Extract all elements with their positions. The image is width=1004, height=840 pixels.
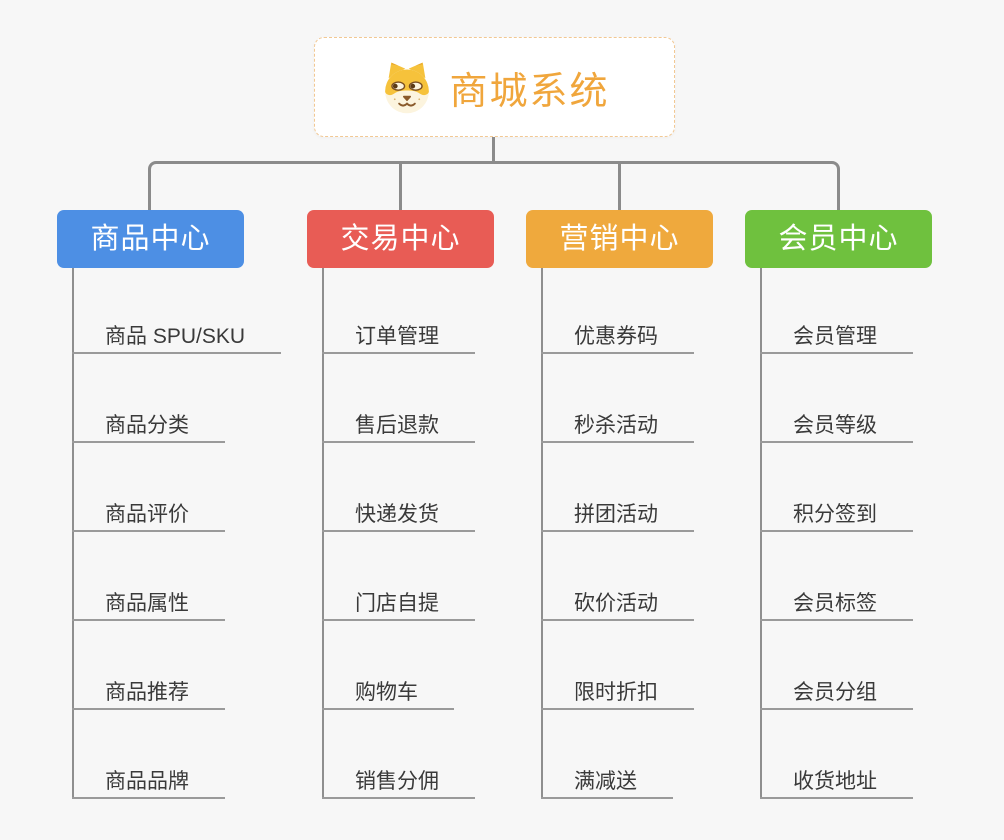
topic-node[interactable]: 收货地址 [760,767,913,799]
branch-items: 订单管理 售后退款 快递发货 门店自提 购物车 销售分佣 [322,322,475,799]
dog-face-icon [385,62,430,114]
topic-node[interactable]: 商品评价 [72,500,225,532]
root-topic[interactable]: 商城系统 [314,37,675,137]
topic-node[interactable]: 商品品牌 [72,767,225,799]
connector-bus-left [148,161,493,210]
topic-node[interactable]: 会员管理 [760,322,913,354]
branch-trunk-line [760,268,762,799]
topic-node[interactable]: 限时折扣 [541,678,694,710]
branch-member-center: 会员中心 会员管理 会员等级 积分签到 会员标签 会员分组 收货地址 [745,210,932,799]
topic-node[interactable]: 拼团活动 [541,500,694,532]
connector-root-stem [492,137,495,164]
branch-product-center: 商品中心 商品 SPU/SKU 商品分类 商品评价 商品属性 商品推荐 商品品牌 [57,210,282,799]
connector-drop-branch-2 [399,164,402,210]
branch-trunk-line [322,268,324,799]
branch-marketing-center: 营销中心 优惠券码 秒杀活动 拼团活动 砍价活动 限时折扣 满减送 [526,210,713,799]
branch-items: 优惠券码 秒杀活动 拼团活动 砍价活动 限时折扣 满减送 [541,322,694,799]
root-topic-title: 商城系统 [449,70,610,113]
topic-node[interactable]: 砍价活动 [541,589,694,621]
topic-node[interactable]: 商品推荐 [72,678,225,710]
connector-drop-branch-3 [618,164,621,210]
branch-items: 会员管理 会员等级 积分签到 会员标签 会员分组 收货地址 [760,322,913,799]
topic-node[interactable]: 购物车 [322,678,454,710]
branch-trunk-line [541,268,543,799]
topic-node[interactable]: 商品 SPU/SKU [72,322,282,354]
topic-node[interactable]: 订单管理 [322,322,475,354]
topic-node[interactable]: 门店自提 [322,589,475,621]
branch-header-marketing-center[interactable]: 营销中心 [526,210,713,268]
topic-node[interactable]: 快递发货 [322,500,475,532]
topic-node[interactable]: 满减送 [541,767,673,799]
topic-node[interactable]: 销售分佣 [322,767,475,799]
branch-trade-center: 交易中心 订单管理 售后退款 快递发货 门店自提 购物车 销售分佣 [307,210,494,799]
branch-header-member-center[interactable]: 会员中心 [745,210,932,268]
branch-trunk-line [72,268,74,799]
branch-header-trade-center[interactable]: 交易中心 [307,210,494,268]
topic-node[interactable]: 商品属性 [72,589,225,621]
topic-node[interactable]: 会员分组 [760,678,913,710]
topic-node[interactable]: 会员标签 [760,589,913,621]
branch-header-product-center[interactable]: 商品中心 [57,210,244,268]
topic-node[interactable]: 优惠券码 [541,322,694,354]
topic-node[interactable]: 售后退款 [322,411,475,443]
topic-node[interactable]: 商品分类 [72,411,225,443]
connector-bus-right [493,161,840,210]
topic-node[interactable]: 积分签到 [760,500,913,532]
topic-node[interactable]: 秒杀活动 [541,411,694,443]
branch-items: 商品 SPU/SKU 商品分类 商品评价 商品属性 商品推荐 商品品牌 [72,322,282,799]
topic-node[interactable]: 会员等级 [760,411,913,443]
